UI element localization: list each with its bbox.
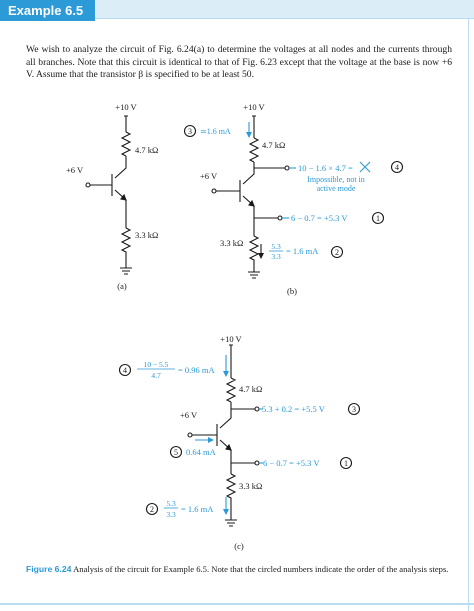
- subfigure-label: (c): [234, 541, 244, 551]
- step5-current: 0.64 mA: [186, 447, 217, 457]
- circuit-b: +10 V 4.7 kΩ +6 V 3.3 kΩ (b) 3 ≃1.6 mA 1…: [183, 102, 404, 296]
- step-2-number: 2: [150, 505, 154, 514]
- emitter-arrow: [120, 193, 127, 201]
- emitter-arrow: [225, 443, 232, 451]
- step4-result: = 0.96 mA: [178, 365, 216, 375]
- step-1-number: 1: [344, 459, 348, 468]
- re-label: 3.3 kΩ: [220, 238, 243, 248]
- emitter-arrow: [248, 199, 255, 207]
- supply-terminal: [252, 115, 256, 138]
- step3-expression: 5.3 + 0.2 = +5.5 V: [262, 404, 326, 414]
- transistor: [190, 402, 255, 474]
- step-1-badge: [371, 211, 385, 225]
- base-voltage-label: +6 V: [200, 171, 218, 181]
- supply-terminal: [229, 344, 233, 378]
- rc-label: 4.7 kΩ: [135, 145, 158, 155]
- step2-numerator: 5.3: [271, 242, 281, 251]
- caption-text: Analysis of the circuit for Example 6.5.…: [73, 564, 449, 574]
- collector-terminal: [254, 406, 260, 412]
- intro-paragraph: We wish to analyze the circuit of Fig. 6…: [26, 44, 452, 81]
- subfigure-label: (b): [287, 286, 297, 296]
- step-5-badge: [169, 445, 183, 459]
- step-2-badge: [145, 502, 159, 516]
- circuit-a: +10 V 4.7 kΩ +6 V 3.3 kΩ (a): [66, 102, 158, 291]
- step4-expression: 10 − 1.6 × 4.7 =: [298, 163, 353, 173]
- emitter-terminal: [277, 215, 283, 221]
- step-2-number: 2: [335, 248, 339, 257]
- step2-denominator: 3.3: [166, 510, 176, 519]
- step1-expression: 6 − 0.7 = +5.3 V: [263, 458, 320, 468]
- rc-label: 4.7 kΩ: [239, 384, 262, 394]
- step-4-badge: [118, 363, 132, 377]
- step2-numerator: 5.3: [166, 499, 176, 508]
- step4-denominator: 4.7: [151, 371, 161, 380]
- step4-note-line1: Impossible, not in: [307, 175, 365, 184]
- step-3-badge: [347, 402, 361, 416]
- collector-resistor: [248, 137, 260, 163]
- right-border: [468, 18, 469, 611]
- step-4-badge: [390, 160, 404, 174]
- step2-result: = 1.6 mA: [181, 504, 214, 514]
- step1-expression: 6 − 0.7 = +5.3 V: [291, 213, 348, 223]
- ground-symbol: [248, 271, 260, 279]
- step-1-number: 1: [376, 214, 380, 223]
- emitter-terminal: [254, 460, 260, 466]
- supply-terminal: [124, 115, 128, 132]
- step-4-number: 4: [395, 163, 399, 172]
- subfigure-label: (a): [117, 281, 127, 291]
- step-3-number: 3: [352, 405, 356, 414]
- header-bar: [0, 0, 474, 19]
- step-4-number: 4: [123, 366, 127, 375]
- collector-terminal: [284, 165, 290, 171]
- step3-current: ≃1.6 mA: [200, 127, 231, 136]
- step-3-badge: [183, 124, 197, 138]
- base-terminal: [187, 432, 193, 438]
- ground-symbol: [120, 267, 132, 275]
- step-1-badge: [339, 456, 353, 470]
- step-5-number: 5: [174, 448, 178, 457]
- re-label: 3.3 kΩ: [239, 481, 262, 491]
- supply-label: +10 V: [220, 334, 242, 344]
- supply-label: +10 V: [115, 102, 137, 112]
- step2-result: = 1.6 mA: [286, 246, 319, 256]
- transistor: [88, 156, 127, 228]
- caption-label: Figure 6.24: [26, 564, 72, 574]
- collector-resistor: [225, 377, 237, 403]
- rc-label: 4.7 kΩ: [262, 140, 285, 150]
- bottom-border: [0, 603, 474, 605]
- base-terminal: [85, 182, 91, 188]
- cross-mark-icon: [359, 161, 371, 173]
- emitter-resistor: [225, 473, 237, 520]
- step4-numerator: 10 − 5.5: [144, 360, 169, 369]
- supply-label: +10 V: [243, 102, 265, 112]
- ground-symbol: [225, 519, 237, 527]
- circuit-c: +10 V 4.7 kΩ +6 V 3.3 kΩ (c) 4 10 − 5.5 …: [118, 334, 361, 551]
- base-voltage-label: +6 V: [66, 165, 84, 175]
- transistor: [214, 162, 285, 236]
- emitter-resistor: [120, 227, 132, 268]
- collector-resistor: [120, 131, 132, 157]
- step2-denominator: 3.3: [271, 252, 281, 261]
- re-label: 3.3 kΩ: [135, 230, 158, 240]
- example-label: Example 6.5: [0, 0, 96, 21]
- base-terminal: [211, 188, 217, 194]
- figure-caption: Figure 6.24 Analysis of the circuit for …: [26, 564, 456, 575]
- step4-note-line2: active mode: [317, 184, 356, 193]
- step-2-badge: [330, 245, 344, 259]
- step-3-number: 3: [188, 127, 192, 136]
- base-voltage-label: +6 V: [180, 410, 198, 420]
- emitter-resistor: [248, 235, 260, 272]
